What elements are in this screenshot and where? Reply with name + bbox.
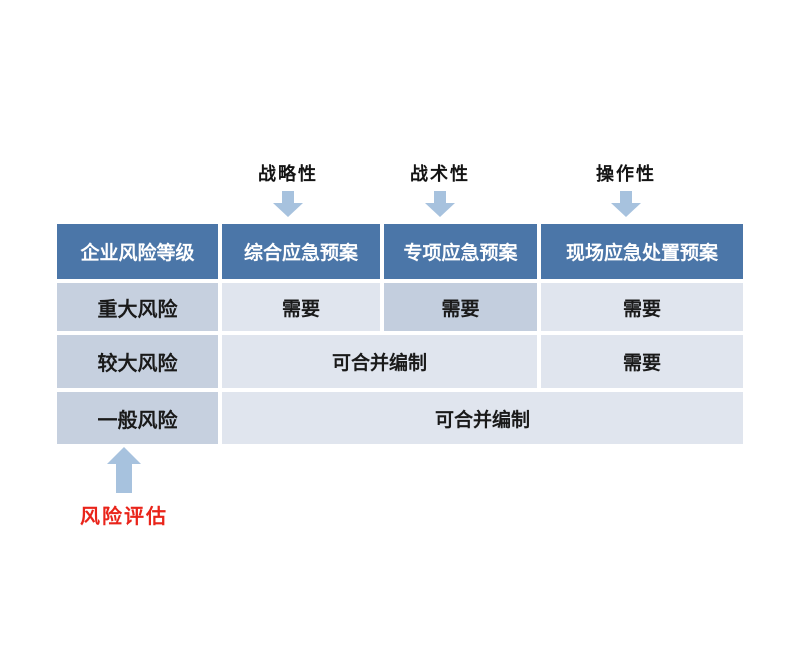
- row-level-larger-risk: 较大风险: [57, 335, 218, 388]
- annotation-strategic: 战略性: [258, 160, 318, 217]
- header-onsite-plan: 现场应急处置预案: [541, 224, 743, 279]
- cell-major-onsite: 需要: [541, 283, 743, 331]
- header-risk-level: 企业风险等级: [57, 224, 218, 279]
- cell-larger-merged: 可合并编制: [222, 335, 537, 388]
- annotation-risk-assessment: 风险评估: [80, 447, 168, 529]
- row-level-major-risk: 重大风险: [57, 283, 218, 331]
- cell-general-merged: 可合并编制: [222, 392, 743, 444]
- cell-major-comprehensive: 需要: [222, 283, 380, 331]
- row-level-general-risk: 一般风险: [57, 392, 218, 444]
- up-arrow-icon: [107, 447, 141, 493]
- header-comprehensive-plan: 综合应急预案: [222, 224, 380, 279]
- annotation-label-operational: 操作性: [596, 164, 656, 185]
- risk-plan-table: 企业风险等级 综合应急预案 专项应急预案 现场应急处置预案 重大风险 需要 需要…: [57, 224, 743, 444]
- risk-assessment-label: 风险评估: [80, 504, 168, 528]
- header-special-plan: 专项应急预案: [384, 224, 537, 279]
- cell-major-special: 需要: [384, 283, 537, 331]
- down-arrow-icon: [611, 191, 641, 217]
- down-arrow-icon: [273, 191, 303, 217]
- cell-larger-onsite: 需要: [541, 335, 743, 388]
- annotation-label-strategic: 战略性: [258, 164, 318, 185]
- annotation-label-tactical: 战术性: [410, 164, 470, 185]
- annotation-tactical: 战术性: [410, 160, 470, 217]
- annotation-operational: 操作性: [596, 160, 656, 217]
- down-arrow-icon: [425, 191, 455, 217]
